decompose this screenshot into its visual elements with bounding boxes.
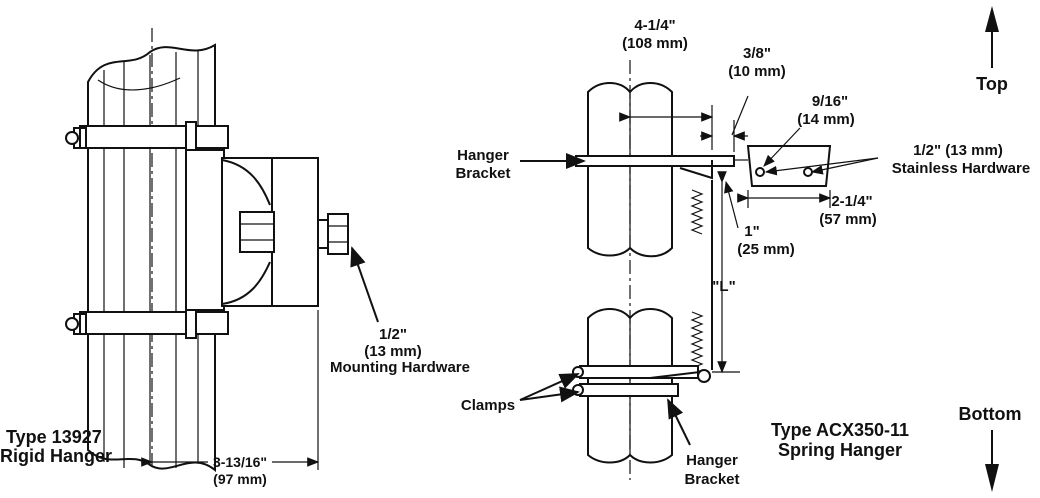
- spring-dim-plate-mm: (57 mm): [819, 211, 877, 228]
- spring-title-line1: Type ACX350-11: [771, 420, 909, 440]
- hanger-bracket-top-line1: Hanger: [457, 147, 509, 164]
- rigid-dim-mm: (97 mm): [213, 471, 267, 487]
- spring-length-label: "L": [712, 278, 735, 295]
- spring-dim-drop-mm: (25 mm): [737, 241, 795, 258]
- stainless-hardware-label: Stainless Hardware: [892, 160, 1030, 177]
- bottom-arrow-icon: [985, 430, 999, 492]
- spring-dim-width-inch: 4-1/4": [634, 17, 675, 34]
- rigid-hanger-drawing: [65, 28, 379, 473]
- spring-dim-width-mm: (108 mm): [622, 35, 688, 52]
- spring-hanger-drawing: [519, 60, 879, 480]
- hanger-bracket-bottom-line2: Bracket: [684, 471, 739, 488]
- spring-dim-hole-mm: (14 mm): [797, 111, 855, 128]
- rigid-hardware-size: 1/2": [379, 326, 407, 343]
- top-label: Top: [976, 74, 1008, 94]
- spring-dim-gap-mm: (10 mm): [728, 63, 786, 80]
- rigid-dim-inch: 3-13/16": [213, 454, 267, 470]
- rigid-hardware-mm: (13 mm): [364, 343, 422, 360]
- rigid-title-line2: Rigid Hanger: [0, 446, 112, 466]
- top-arrow-icon: [985, 6, 999, 68]
- stainless-hardware-size: 1/2" (13 mm): [913, 142, 1003, 159]
- spring-dim-plate-inch: 2-1/4": [831, 193, 872, 210]
- rigid-hardware-label: Mounting Hardware: [330, 359, 470, 376]
- spring-dim-gap-inch: 3/8": [743, 45, 771, 62]
- spring-dim-drop-inch: 1": [744, 223, 759, 240]
- spring-title-line2: Spring Hanger: [778, 440, 902, 460]
- clamps-label: Clamps: [461, 397, 515, 414]
- hanger-bracket-bottom-line1: Hanger: [686, 452, 738, 469]
- bottom-label: Bottom: [959, 404, 1022, 424]
- hanger-bracket-top-line2: Bracket: [455, 165, 510, 182]
- rigid-title-line1: Type 13927: [6, 427, 102, 447]
- spring-dim-hole-inch: 9/16": [812, 93, 848, 110]
